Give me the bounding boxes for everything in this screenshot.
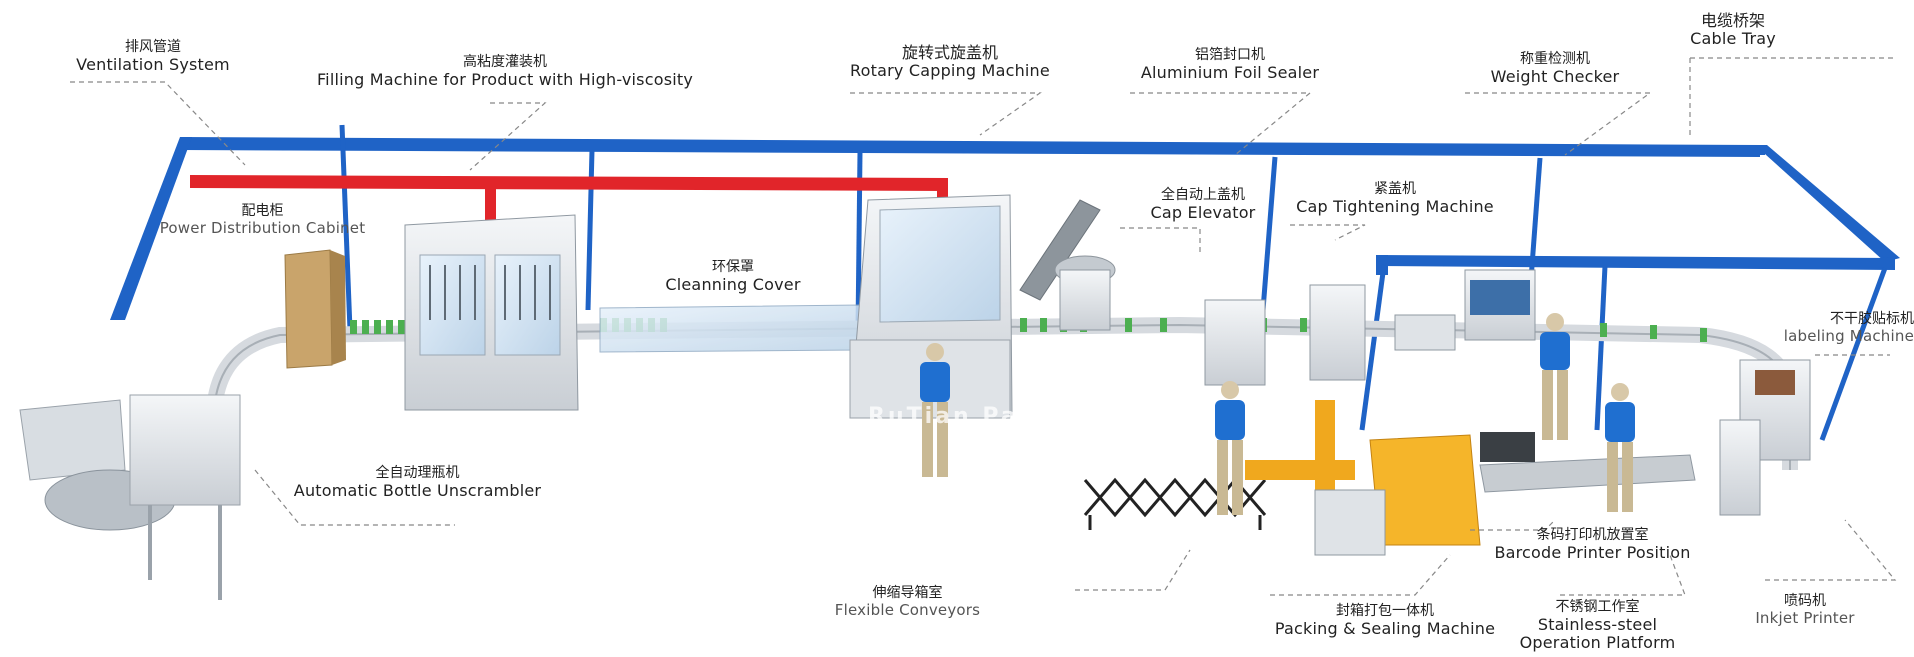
- label-labeling-machine: 不干胶贴标机 labeling Machine: [1783, 311, 1914, 345]
- label-aluminium-foil-sealer: 铝箔封口机 Aluminium Foil Sealer: [1140, 47, 1320, 82]
- operator-2: [1215, 381, 1245, 515]
- cap-elevator: [1019, 199, 1116, 331]
- label-barcode-printer-position: 条码打印机放置室 Barcode Printer Position: [1494, 527, 1691, 562]
- operator-4: [1605, 383, 1635, 512]
- labeling-machine: [1739, 359, 1811, 461]
- cable-tray-posts: [339, 124, 1888, 441]
- label-cap-tightening-machine: 紧盖机 Cap Tightening Machine: [1296, 181, 1494, 216]
- watermark: RuTian Packaging: [868, 404, 1137, 429]
- cap-tightening-machine: [1309, 284, 1456, 381]
- cable-tray: [110, 137, 1900, 320]
- foil-sealer: [1204, 299, 1266, 386]
- label-filling-machine: 高粘度灌装机 Filling Machine for Product with …: [316, 54, 694, 89]
- operator-figures: [920, 313, 1635, 515]
- power-cabinet: [284, 249, 346, 369]
- packing-sealing-machine: [1245, 400, 1481, 556]
- roller-conveyor: [1479, 432, 1696, 493]
- operator-1: [920, 343, 950, 477]
- weight-checker: [1464, 269, 1536, 341]
- leader-lines: [70, 57, 1897, 596]
- inkjet-printer: [1719, 419, 1761, 516]
- bottle-unscrambler: [19, 394, 241, 600]
- operator-3: [1540, 313, 1570, 440]
- label-flexible-conveyors: 伸缩导箱室 Flexible Conveyors: [834, 585, 981, 619]
- label-rotary-capping-machine: 旋转式旋盖机 Rotary Capping Machine: [850, 43, 1050, 80]
- label-inkjet-printer: 喷码机 Inkjet Printer: [1755, 593, 1855, 627]
- label-cleaning-cover: 环保罩 Cleanning Cover: [665, 259, 801, 294]
- label-stainless-steel-platform: 不锈钢工作室 Stainless-steel Operation Platfor…: [1519, 599, 1676, 652]
- label-power-distribution-cabinet: 配电柜 Power Distribution Cabinet: [159, 203, 366, 237]
- label-packing-sealing-machine: 封箱打包一体机 Packing & Sealing Machine: [1274, 603, 1496, 638]
- label-cap-elevator: 全自动上盖机 Cap Elevator: [1150, 187, 1256, 222]
- label-cable-tray: 电缆桥架 Cable Tray: [1690, 11, 1776, 48]
- label-weight-checker: 称重检测机 Weight Checker: [1490, 51, 1620, 86]
- label-ventilation-system: 排风管道 Ventilation System: [76, 39, 230, 74]
- cleaning-cover: [599, 304, 861, 353]
- filling-machine: [404, 214, 579, 411]
- label-bottle-unscrambler: 全自动理瓶机 Automatic Bottle Unscrambler: [293, 465, 542, 500]
